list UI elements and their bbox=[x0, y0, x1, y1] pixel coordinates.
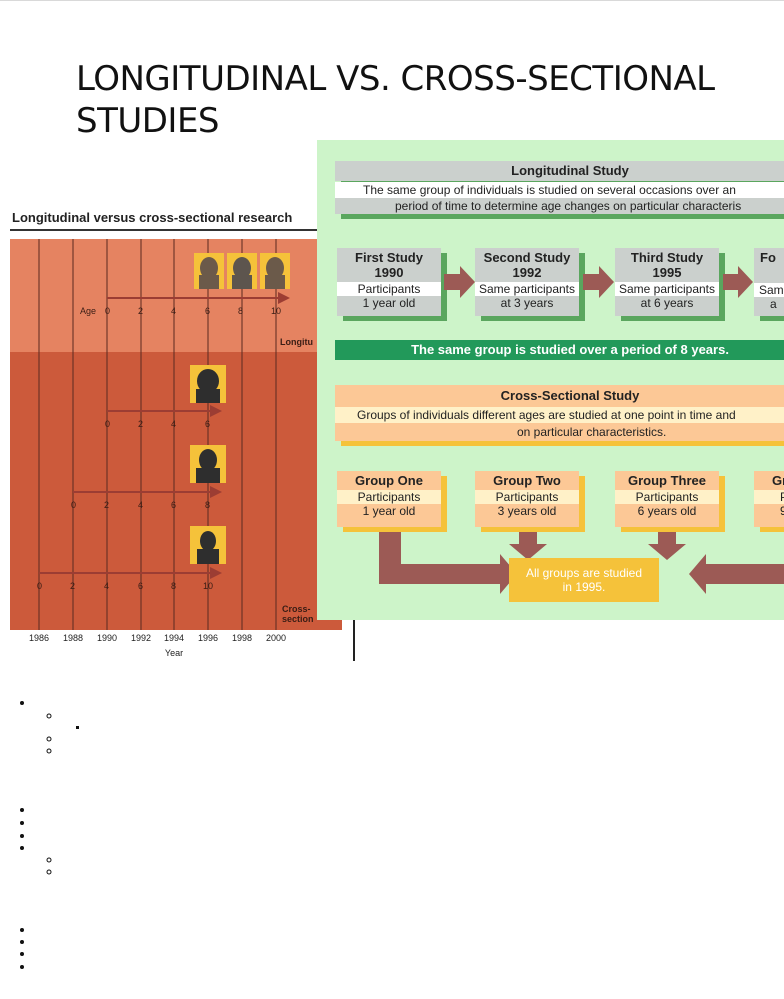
longitudinal-desc-line2: period of time to determine age changes … bbox=[395, 199, 742, 213]
empty-bullet-lists bbox=[20, 701, 79, 969]
study-box-first: First Study 1990 Participants 1 year old bbox=[337, 248, 441, 316]
longitudinal-desc-line1: The same group of individuals is studied… bbox=[363, 183, 736, 197]
figure-title-rule bbox=[10, 229, 318, 231]
bullet-marker bbox=[20, 952, 24, 956]
year-axis-label: Year bbox=[165, 648, 183, 658]
svg-text:1994: 1994 bbox=[164, 633, 184, 643]
svg-text:10: 10 bbox=[271, 306, 281, 316]
svg-text:2000: 2000 bbox=[266, 633, 286, 643]
longitudinal-banner: The same group is studied over a period … bbox=[335, 340, 784, 360]
study-box-fourth: Fo Sam a bbox=[754, 248, 784, 316]
svg-text:1996: 1996 bbox=[198, 633, 218, 643]
timeline-diagram: Age 0 2 4 6 8 10 0 2 4 6 0 2 4 6 8 0 2 4… bbox=[10, 239, 342, 658]
bullet-marker bbox=[20, 834, 24, 838]
cross-desc-line1: Groups of individuals different ages are… bbox=[357, 408, 736, 422]
bullet-marker bbox=[46, 869, 52, 875]
year-axis: 1986 1988 1990 1992 1994 1996 1998 2000 … bbox=[29, 633, 286, 658]
svg-text:0: 0 bbox=[37, 581, 42, 591]
svg-text:1986: 1986 bbox=[29, 633, 49, 643]
bullet-marker bbox=[46, 857, 52, 863]
svg-text:2: 2 bbox=[138, 419, 143, 429]
figure-title: Longitudinal versus cross-sectional rese… bbox=[12, 210, 293, 225]
svg-text:6: 6 bbox=[171, 500, 176, 510]
bullet-marker bbox=[20, 940, 24, 944]
portrait-icons bbox=[190, 253, 290, 564]
bullet-marker bbox=[20, 701, 24, 705]
group-box-three: Group Three Participants 6 years old bbox=[615, 471, 719, 527]
study-box-second: Second Study 1992 Same participants at 3… bbox=[475, 248, 579, 316]
svg-text:4: 4 bbox=[104, 581, 109, 591]
svg-text:1998: 1998 bbox=[232, 633, 252, 643]
bullet-marker bbox=[20, 928, 24, 932]
svg-text:2: 2 bbox=[138, 306, 143, 316]
svg-text:2: 2 bbox=[70, 581, 75, 591]
result-box: All groups are studied in 1995. bbox=[509, 558, 659, 602]
bullet-marker bbox=[20, 808, 24, 812]
slide-title: LONGITUDINAL VS. CROSS-SECTIONAL STUDIES bbox=[76, 59, 715, 141]
svg-text:10: 10 bbox=[203, 581, 213, 591]
svg-text:0: 0 bbox=[105, 419, 110, 429]
svg-text:1988: 1988 bbox=[63, 633, 83, 643]
svg-text:0: 0 bbox=[71, 500, 76, 510]
svg-text:4: 4 bbox=[138, 500, 143, 510]
svg-text:1990: 1990 bbox=[97, 633, 117, 643]
longitudinal-title-box: Longitudinal Study bbox=[335, 161, 784, 181]
svg-text:6: 6 bbox=[205, 419, 210, 429]
svg-text:8: 8 bbox=[238, 306, 243, 316]
age-label: Age bbox=[80, 306, 96, 316]
cross-sectional-label-2: section bbox=[282, 614, 314, 624]
longitudinal-band bbox=[10, 239, 342, 352]
study-box-third: Third Study 1995 Same participants at 6 … bbox=[615, 248, 719, 316]
svg-text:8: 8 bbox=[171, 581, 176, 591]
bullet-marker bbox=[20, 965, 24, 969]
bullet-marker bbox=[20, 846, 24, 850]
cross-sectional-label-1: Cross- bbox=[282, 604, 311, 614]
bullet-marker bbox=[46, 713, 52, 719]
svg-text:4: 4 bbox=[171, 419, 176, 429]
group-box-two: Group Two Participants 3 years old bbox=[475, 471, 579, 527]
bullet-marker bbox=[46, 736, 52, 742]
cross-sectional-title: Cross-Sectional Study bbox=[500, 388, 640, 403]
svg-text:8: 8 bbox=[205, 500, 210, 510]
longitudinal-vs-cross-sectional-figure: Longitudinal versus cross-sectional rese… bbox=[10, 205, 342, 665]
cross-desc-line2-box: on particular characteristics. bbox=[335, 423, 784, 441]
top-divider bbox=[0, 0, 784, 1]
svg-text:6: 6 bbox=[138, 581, 143, 591]
group-box-one: Group One Participants 1 year old bbox=[337, 471, 441, 527]
svg-text:1992: 1992 bbox=[131, 633, 151, 643]
longitudinal-arrows bbox=[379, 266, 784, 594]
longitudinal-label: Longitu bbox=[280, 337, 313, 347]
svg-text:4: 4 bbox=[171, 306, 176, 316]
svg-text:2: 2 bbox=[104, 500, 109, 510]
longitudinal-desc-line1-box: The same group of individuals is studied… bbox=[335, 182, 784, 198]
bullet-marker bbox=[20, 821, 24, 825]
svg-text:6: 6 bbox=[205, 306, 210, 316]
cross-desc-line2: on particular characteristics. bbox=[517, 425, 667, 439]
bullet-marker bbox=[76, 726, 79, 729]
cross-desc-line1-box: Groups of individuals different ages are… bbox=[335, 407, 784, 423]
bullet-marker bbox=[46, 748, 52, 754]
cross-sectional-title-box: Cross-Sectional Study bbox=[335, 385, 784, 407]
longitudinal-title: Longitudinal Study bbox=[511, 163, 629, 178]
study-comparison-panel: Longitudinal Study The same group of ind… bbox=[317, 140, 784, 620]
longitudinal-desc-line2-box: period of time to determine age changes … bbox=[335, 198, 784, 214]
svg-text:0: 0 bbox=[105, 306, 110, 316]
group-box-four: Gr P 9 bbox=[754, 471, 784, 527]
